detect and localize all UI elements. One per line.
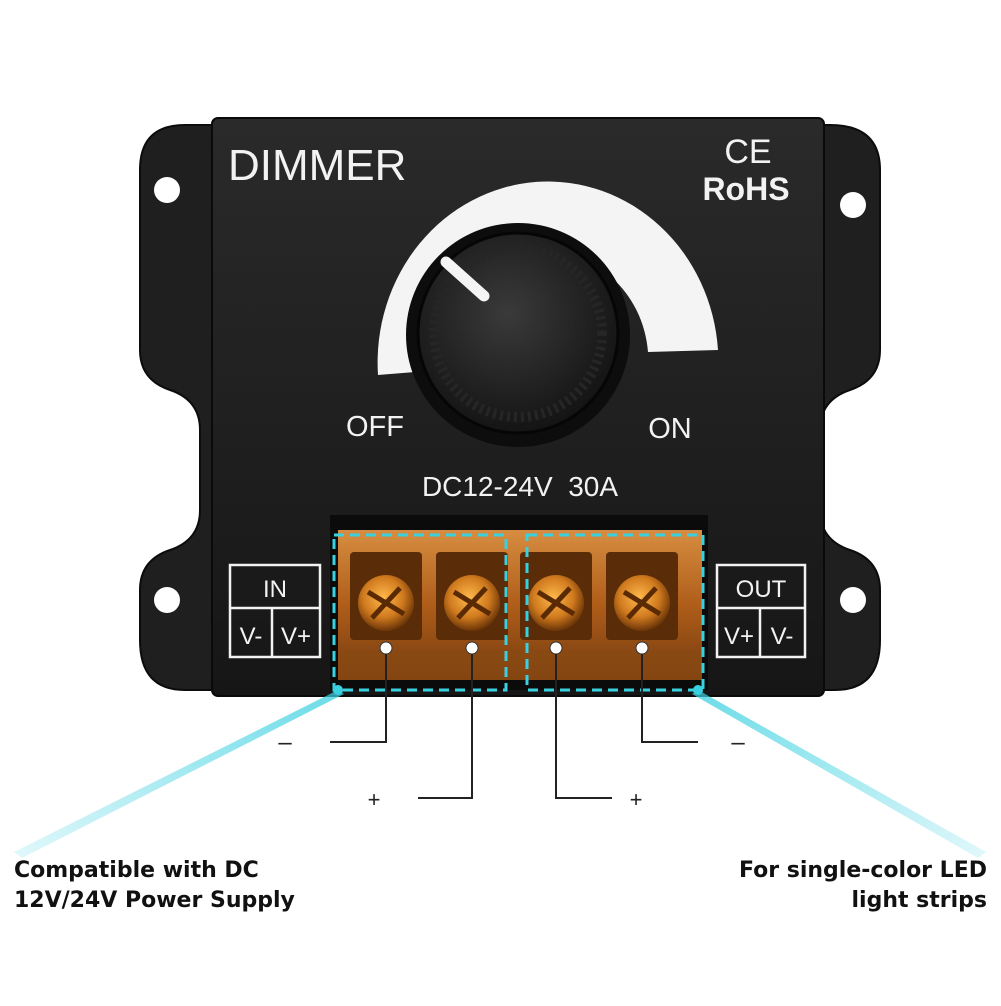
- wire-in-plus: [418, 654, 473, 799]
- in-right-terminal-label: V+: [281, 623, 311, 650]
- terminal-screw-in-plus[interactable]: [436, 552, 508, 655]
- knob-indicator: [440, 256, 490, 302]
- wire-out-plus-symbol: +: [630, 787, 643, 812]
- rating-label: DC12-24V 30A: [422, 471, 618, 502]
- terminal-block: [330, 515, 708, 690]
- device-title: DIMMER: [228, 141, 406, 190]
- compatibility-caption-line-2: 12V/24V Power Supply: [14, 888, 295, 913]
- mounting-hole-top-left: [154, 177, 180, 203]
- right-mounting-ear: [819, 124, 881, 691]
- terminal-screw-out-plus[interactable]: [520, 552, 592, 655]
- ce-mark: CE: [724, 133, 771, 171]
- output-highlight-box: [525, 533, 705, 692]
- led-strip-caption-line-1: For single-color LED: [738, 858, 987, 883]
- left-mounting-ear: [139, 124, 215, 691]
- terminal-screw-out-minus[interactable]: [606, 552, 678, 655]
- mounting-hole-top-right: [840, 192, 866, 218]
- led-strip-caption: For single-color LED light strips: [739, 856, 987, 916]
- in-left-terminal-label: V-: [240, 623, 263, 650]
- wire-in-minus-symbol: –: [278, 729, 292, 756]
- brightness-arc: [377, 181, 718, 375]
- wire-in-minus: [330, 654, 387, 743]
- mounting-hole-bottom-left: [154, 587, 180, 613]
- out-label-block: OUT V+ V-: [715, 563, 807, 659]
- dimmer-knob[interactable]: [406, 223, 630, 447]
- in-header: IN: [263, 576, 287, 603]
- compatibility-caption-line-1: Compatible with DC: [14, 858, 259, 883]
- wire-out-plus: [555, 654, 612, 799]
- wire-out-minus: [641, 654, 698, 743]
- terminal-screw-in-minus[interactable]: [350, 552, 422, 655]
- right-callout-beam: [692, 690, 986, 858]
- out-header: OUT: [736, 576, 787, 603]
- mounting-hole-bottom-right: [840, 587, 866, 613]
- wire-in-plus-symbol: +: [368, 787, 381, 812]
- rohs-mark: RoHS: [702, 171, 789, 207]
- off-label: OFF: [346, 411, 404, 443]
- compatibility-caption: Compatible with DC 12V/24V Power Supply: [14, 856, 295, 916]
- led-strip-caption-line-2: light strips: [851, 888, 987, 913]
- left-callout-beam: [14, 690, 344, 858]
- wiring-diagram: [330, 654, 698, 799]
- input-highlight-box: [332, 533, 508, 692]
- on-label: ON: [648, 413, 692, 445]
- out-left-terminal-label: V+: [724, 623, 754, 650]
- wire-out-minus-symbol: –: [731, 729, 745, 756]
- in-label-block: IN V- V+: [228, 563, 322, 659]
- out-right-terminal-label: V-: [771, 623, 794, 650]
